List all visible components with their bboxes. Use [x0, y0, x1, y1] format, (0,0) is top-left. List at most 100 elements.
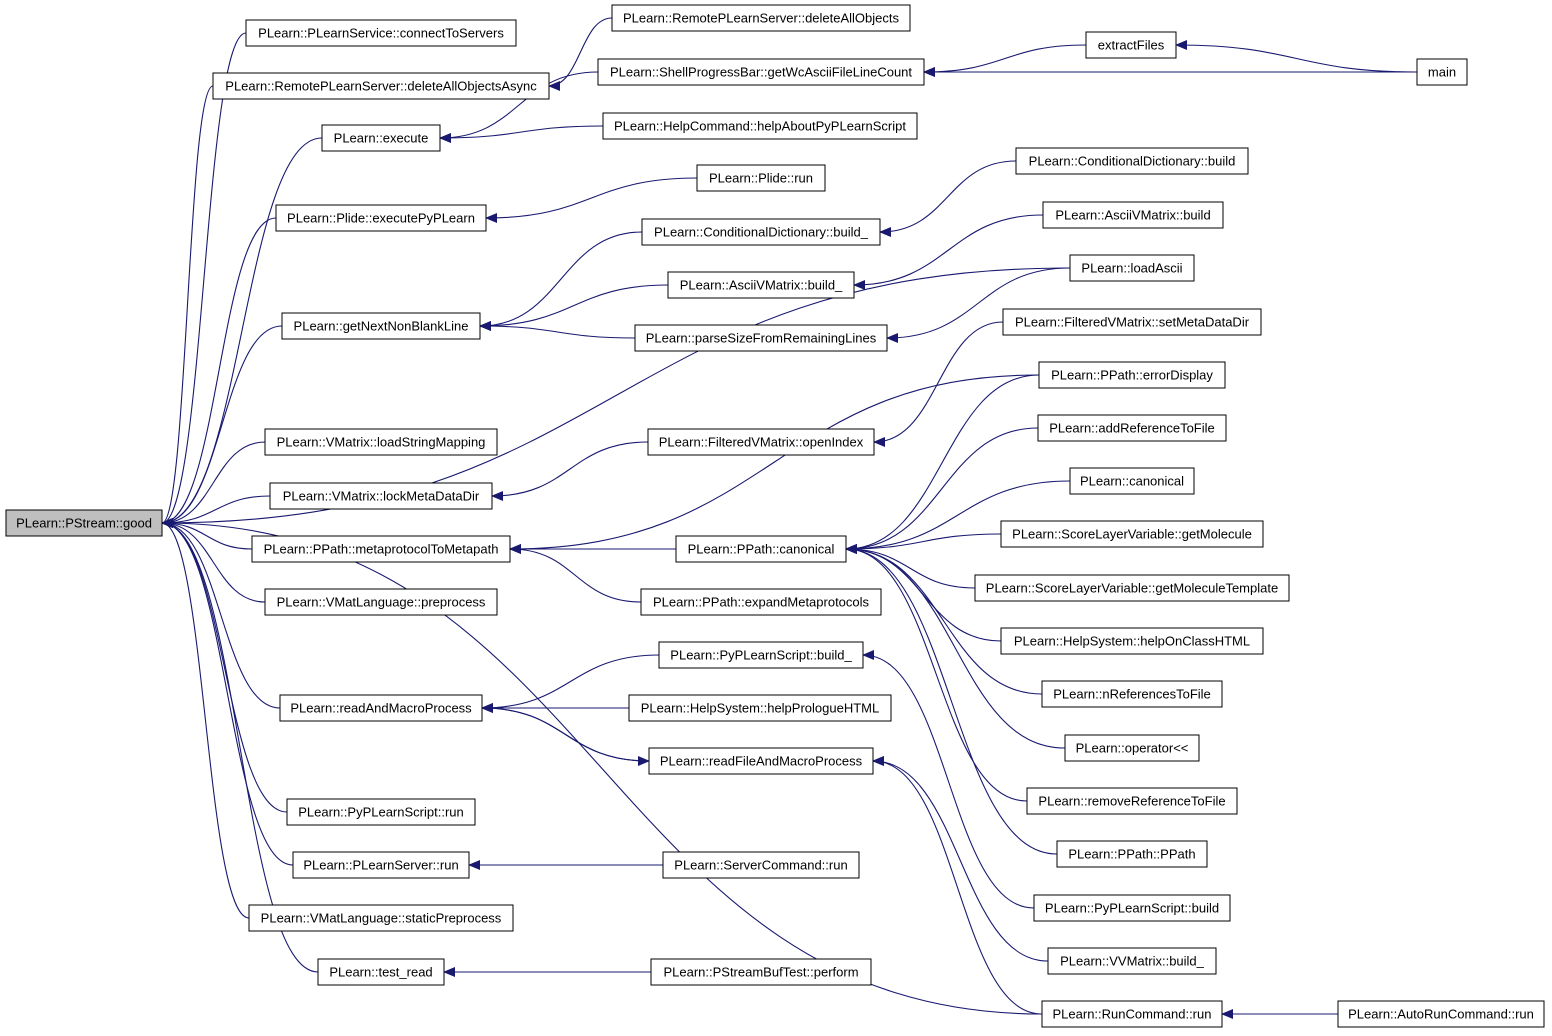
- node-box[interactable]: [1033, 894, 1231, 922]
- node-ppath-ctor[interactable]: PLearn::PPath::PPath: [1056, 840, 1208, 868]
- node-perform[interactable]: PLearn::PStreamBufTest::perform: [650, 958, 872, 986]
- node-parse-size[interactable]: PLearn::parseSizeFromRemainingLines: [634, 324, 888, 352]
- node-canonical-f[interactable]: PLearn::canonical: [1069, 467, 1195, 495]
- node-add-ref[interactable]: PLearn::addReferenceToFile: [1037, 414, 1227, 442]
- node-box[interactable]: [264, 428, 498, 456]
- node-box[interactable]: [279, 694, 483, 722]
- node-operator-ll[interactable]: PLearn::operator<<: [1064, 734, 1200, 762]
- node-help-prologue[interactable]: PLearn::HelpSystem::helpPrologueHTML: [628, 694, 892, 722]
- node-error-display[interactable]: PLearn::PPath::errorDisplay: [1038, 361, 1226, 389]
- node-box[interactable]: [248, 904, 514, 932]
- node-box[interactable]: [1337, 1000, 1545, 1028]
- node-py-build[interactable]: PLearn::PyPLearnScript::build_: [658, 641, 864, 669]
- node-box[interactable]: [1038, 361, 1226, 389]
- node-ascii-build[interactable]: PLearn::AsciiVMatrix::build_: [667, 271, 855, 299]
- node-box[interactable]: [1064, 734, 1200, 762]
- node-box[interactable]: [264, 588, 498, 616]
- node-expand-meta[interactable]: PLearn::PPath::expandMetaprotocols: [640, 588, 882, 616]
- node-delete-all-objects[interactable]: PLearn::RemotePLearnServer::deleteAllObj…: [611, 4, 911, 32]
- node-open-index[interactable]: PLearn::FilteredVMatrix::openIndex: [647, 428, 875, 456]
- node-box[interactable]: [1069, 467, 1195, 495]
- node-help-about-py[interactable]: PLearn::HelpCommand::helpAboutPyPLearnSc…: [602, 112, 918, 140]
- node-box[interactable]: [1041, 1000, 1223, 1028]
- node-box[interactable]: [1041, 680, 1223, 708]
- node-box[interactable]: [675, 535, 847, 563]
- node-cond-build[interactable]: PLearn::ConditionalDictionary::build: [1015, 147, 1249, 175]
- node-server-run[interactable]: PLearn::PLearnServer::run: [292, 851, 470, 879]
- node-static-preprocess[interactable]: PLearn::VMatLanguage::staticPreprocess: [248, 904, 514, 932]
- node-box[interactable]: [628, 694, 892, 722]
- node-box[interactable]: [696, 164, 826, 192]
- node-box[interactable]: [286, 798, 476, 826]
- node-box[interactable]: [974, 574, 1290, 602]
- node-test-read[interactable]: PLearn::test_read: [317, 958, 445, 986]
- node-box[interactable]: [321, 124, 441, 152]
- node-py-build[interactable]: PLearn::PyPLearnScript::build: [1033, 894, 1231, 922]
- node-py-run[interactable]: PLearn::PyPLearnScript::run: [286, 798, 476, 826]
- node-run-cmd-run[interactable]: PLearn::RunCommand::run: [1041, 1000, 1223, 1028]
- node-delete-all-objects-async[interactable]: PLearn::RemotePLearnServer::deleteAllObj…: [212, 72, 550, 100]
- node-box[interactable]: [251, 535, 511, 563]
- node-box[interactable]: [1056, 840, 1208, 868]
- node-box[interactable]: [634, 324, 888, 352]
- node-box[interactable]: [245, 19, 517, 47]
- node-vv-build[interactable]: PLearn::VVMatrix::build_: [1047, 947, 1217, 975]
- node-execute[interactable]: PLearn::execute: [321, 124, 441, 152]
- node-box[interactable]: [5, 509, 163, 537]
- node-box[interactable]: [650, 958, 872, 986]
- node-box[interactable]: [1069, 254, 1195, 282]
- node-box[interactable]: [647, 428, 875, 456]
- node-box[interactable]: [641, 218, 881, 246]
- node-set-meta-data-dir[interactable]: PLearn::FilteredVMatrix::setMetaDataDir: [1002, 308, 1262, 336]
- node-box[interactable]: [602, 112, 918, 140]
- node-load-string-mapping[interactable]: PLearn::VMatrix::loadStringMapping: [264, 428, 498, 456]
- node-box[interactable]: [275, 204, 487, 232]
- node-box[interactable]: [292, 851, 470, 879]
- node-preprocess[interactable]: PLearn::VMatLanguage::preprocess: [264, 588, 498, 616]
- node-ascii-build[interactable]: PLearn::AsciiVMatrix::build: [1042, 201, 1224, 229]
- node-cond-build[interactable]: PLearn::ConditionalDictionary::build_: [641, 218, 881, 246]
- node-box[interactable]: [1015, 147, 1249, 175]
- node-execute-py-plearn[interactable]: PLearn::Plide::executePyPLearn: [275, 204, 487, 232]
- node-get-molecule[interactable]: PLearn::ScoreLayerVariable::getMolecule: [1000, 520, 1264, 548]
- node-remove-ref[interactable]: PLearn::removeReferenceToFile: [1026, 787, 1238, 815]
- node-box[interactable]: [640, 588, 882, 616]
- node-server-cmd-run[interactable]: PLearn::ServerCommand::run: [662, 851, 860, 879]
- node-box[interactable]: [212, 72, 550, 100]
- node-get-molecule-t[interactable]: PLearn::ScoreLayerVariable::getMoleculeT…: [974, 574, 1290, 602]
- node-box[interactable]: [1047, 947, 1217, 975]
- node-extract-files[interactable]: extractFiles: [1085, 31, 1177, 59]
- node-box[interactable]: [1000, 520, 1264, 548]
- node-box[interactable]: [1002, 308, 1262, 336]
- node-get-next-non-blank-line[interactable]: PLearn::getNextNonBlankLine: [281, 312, 481, 340]
- node-box[interactable]: [658, 641, 864, 669]
- node-box[interactable]: [648, 747, 874, 775]
- node-help-on-class[interactable]: PLearn::HelpSystem::helpOnClassHTML: [1000, 627, 1264, 655]
- node-box[interactable]: [317, 958, 445, 986]
- node-main[interactable]: main: [1416, 58, 1468, 86]
- node-plide-run[interactable]: PLearn::Plide::run: [696, 164, 826, 192]
- node-box[interactable]: [1026, 787, 1238, 815]
- node-canonical-m[interactable]: PLearn::PPath::canonical: [675, 535, 847, 563]
- node-read-file-macro[interactable]: PLearn::readFileAndMacroProcess: [648, 747, 874, 775]
- node-n-refs[interactable]: PLearn::nReferencesToFile: [1041, 680, 1223, 708]
- node-get-wc-ascii[interactable]: PLearn::ShellProgressBar::getWcAsciiFile…: [597, 58, 925, 86]
- node-box[interactable]: [611, 4, 911, 32]
- node-box[interactable]: [1000, 627, 1264, 655]
- node-box[interactable]: [597, 58, 925, 86]
- node-box[interactable]: [1042, 201, 1224, 229]
- node-connect-to-servers[interactable]: PLearn::PLearnService::connectToServers: [245, 19, 517, 47]
- node-auto-run[interactable]: PLearn::AutoRunCommand::run: [1337, 1000, 1545, 1028]
- node-read-and-macro-process[interactable]: PLearn::readAndMacroProcess: [279, 694, 483, 722]
- node-box[interactable]: [281, 312, 481, 340]
- node-box[interactable]: [662, 851, 860, 879]
- node-box[interactable]: [1037, 414, 1227, 442]
- node-box[interactable]: [1416, 58, 1468, 86]
- node-metaprotocol-to-metapath[interactable]: PLearn::PPath::metaprotocolToMetapath: [251, 535, 511, 563]
- node-box[interactable]: [269, 482, 493, 510]
- node-lock-meta-data-dir[interactable]: PLearn::VMatrix::lockMetaDataDir: [269, 482, 493, 510]
- node-load-ascii[interactable]: PLearn::loadAscii: [1069, 254, 1195, 282]
- node-box[interactable]: [667, 271, 855, 299]
- node-good[interactable]: PLearn::PStream::good: [5, 509, 163, 537]
- node-box[interactable]: [1085, 31, 1177, 59]
